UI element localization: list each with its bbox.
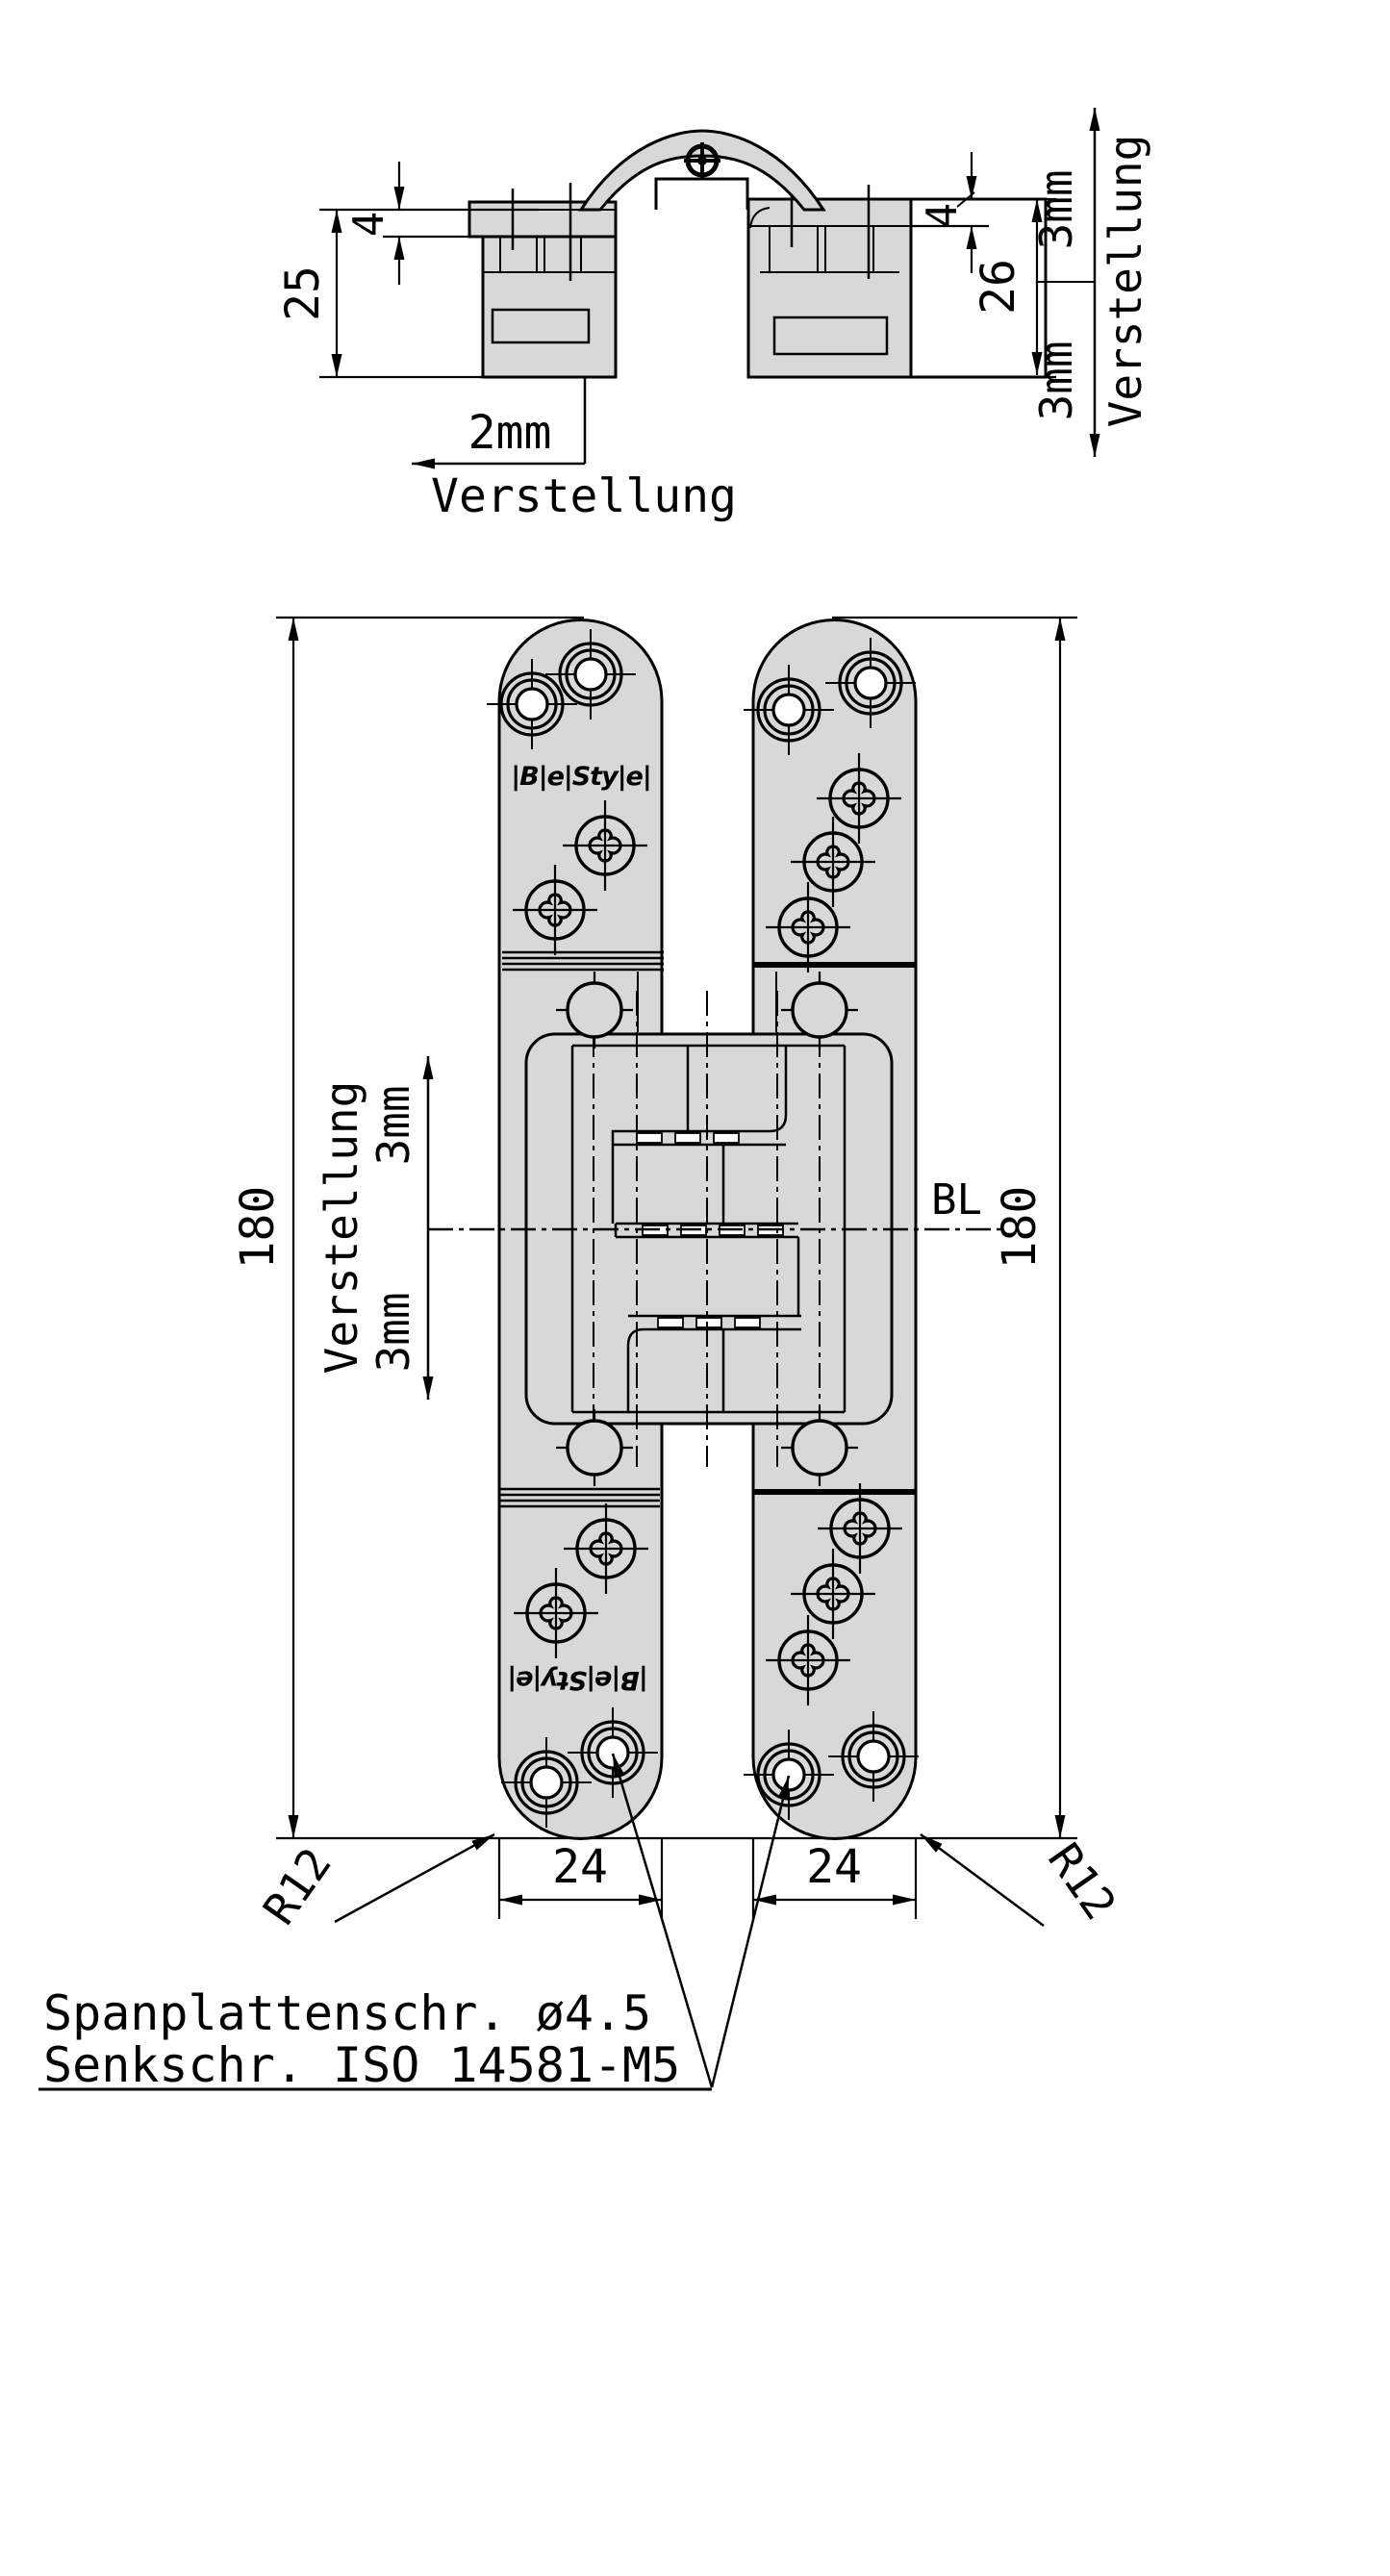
section-hinge-arm-arch [578,129,826,212]
adjust-3mm-top-label: 3mm [1030,169,1082,249]
verstellung-mid-label: Verstellung [316,1081,367,1375]
dimension-26: 26 [972,197,1056,379]
verstellung-vertical-label: Verstellung [1099,135,1151,428]
r12-right-label: R12 [1038,1833,1126,1929]
dimension-180-left: 180 [231,616,584,1838]
dim-label-24-left: 24 [552,1840,608,1894]
section-horizontal-adjustment: 2mm Verstellung [412,377,737,523]
dimension-4-right: 4 [911,152,989,273]
mid-3mm-top-label: 3mm [367,1085,419,1165]
left-plate-shim-band-top [502,950,664,972]
pivot-screw-head-icon [684,142,720,179]
left-plate-shim-band-bottom [499,1487,660,1508]
dim-label-26: 26 [972,259,1025,315]
radius-callout-left: R12 [253,1832,495,1933]
r12-left-label: R12 [253,1838,341,1933]
note-chipboard-screw: Spanplattenschr. ø4.5 [43,1985,651,2041]
centerline-bl: BL [428,1175,1000,1231]
front-vertical-adjustment: Verstellung 3mm 3mm [316,1056,434,1400]
verstellung-horizontal-label: Verstellung [431,469,737,523]
adjust-2mm-label: 2mm [468,406,552,460]
notes-block: Spanplattenschr. ø4.5 Senkschr. ISO 1458… [38,1985,712,2093]
brand-logo: |B|e|Sty|e| [511,762,650,792]
mid-3mm-bottom-label: 3mm [367,1292,419,1372]
section-left-mounting-block [468,183,618,379]
brand-logo-rotated: |B|e|Sty|e| [508,1665,647,1695]
section-view: 25 4 4 26 3mm 3mm Verst [276,108,1151,523]
dimension-4-left: 4 [344,162,469,285]
dimension-24-left: 24 [497,1838,664,1919]
screw-note-leaders [611,1753,791,2088]
note-countersunk-screw: Senkschr. ISO 14581-M5 [43,2037,680,2093]
front-view: |B|e|Sty|e| |B|e|Sty|e| BL 180 180 Verst… [231,616,1126,2088]
bl-label: BL [931,1175,982,1225]
arch-notch [654,177,749,210]
radius-callout-right: R12 [920,1832,1126,1929]
dim-label-180-left: 180 [231,1186,285,1270]
section-vertical-adjustment: 3mm 3mm Verstellung [1030,108,1151,457]
dimension-180-right: 180 [832,616,1077,1838]
dimension-25: 25 [276,208,539,379]
door-panel-outline [909,197,1048,379]
adjust-3mm-bottom-label: 3mm [1030,341,1082,420]
dimension-24-right: 24 [751,1838,918,1919]
dim-label-180-right: 180 [993,1186,1047,1270]
dim-label-25: 25 [276,265,330,321]
section-right-mounting-block [746,185,1048,379]
dim-label-4-right: 4 [918,203,967,229]
dim-label-4-left: 4 [344,212,393,238]
dim-label-24-right: 24 [806,1840,862,1894]
